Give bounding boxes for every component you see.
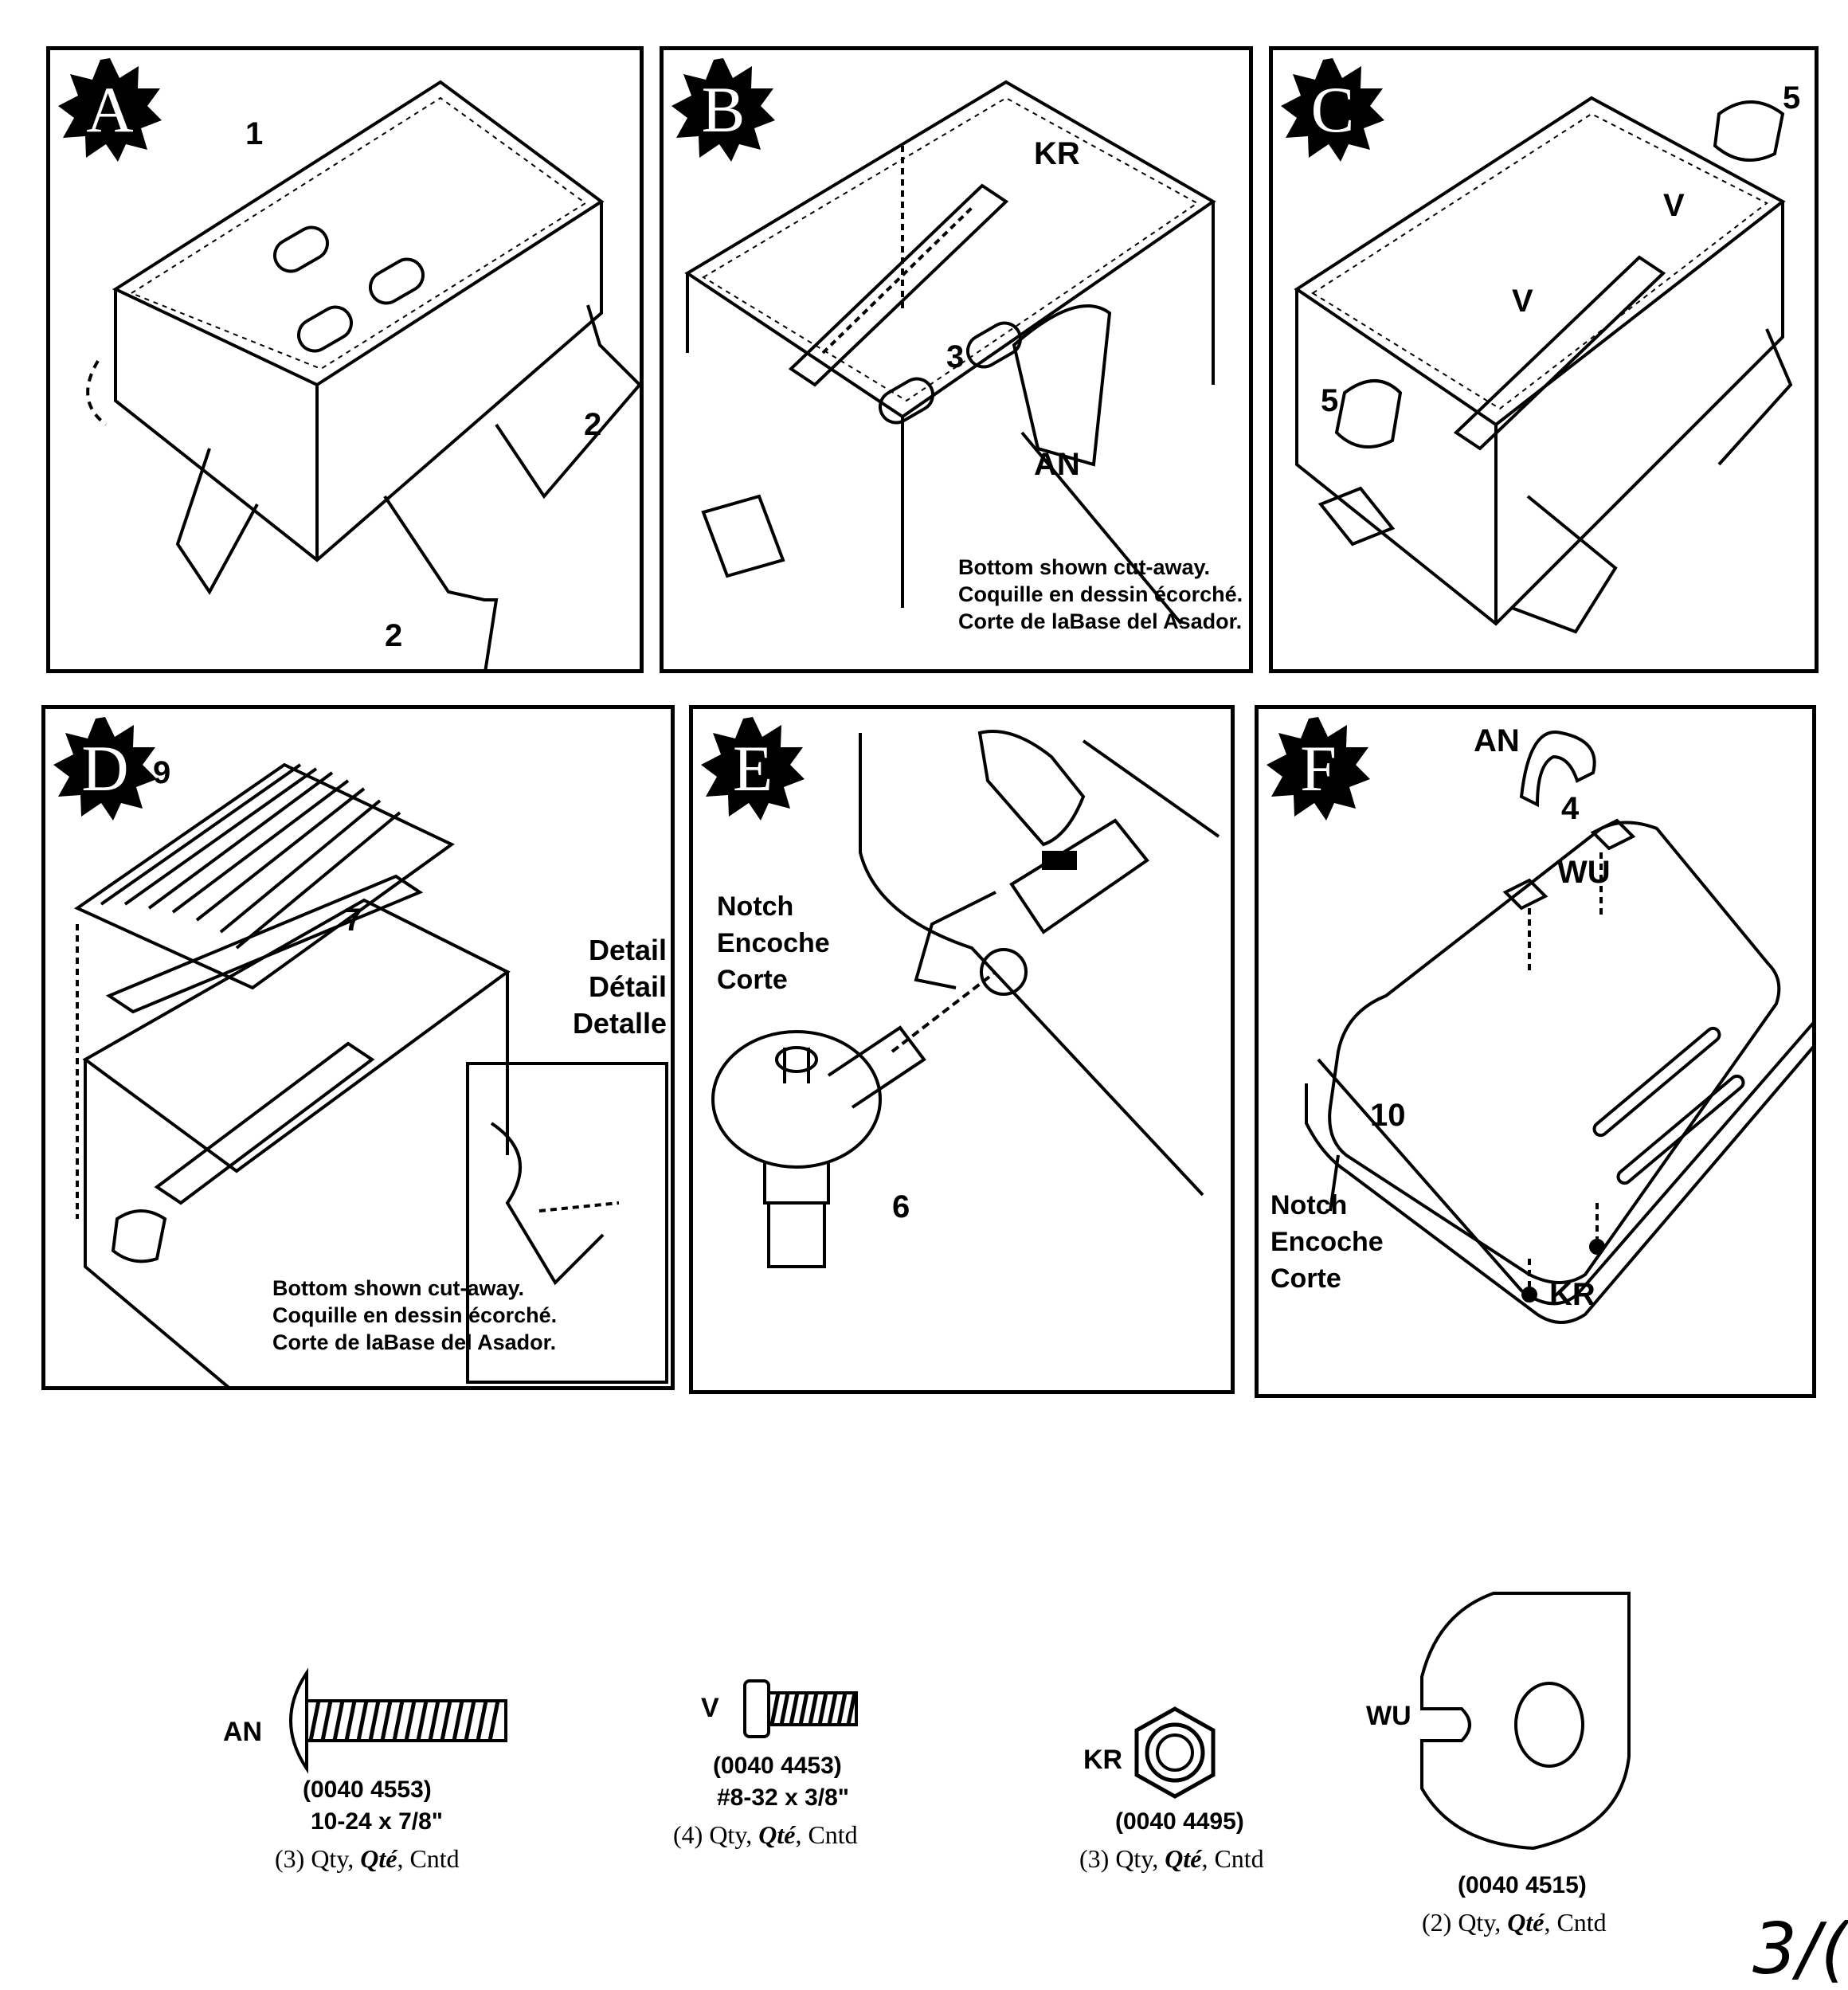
cutaway-caption: Bottom shown cut-away. Coquille en dessi… bbox=[272, 1276, 558, 1354]
part-label-10: 10 bbox=[1370, 1098, 1406, 1133]
hardware-label-v-center: V bbox=[1512, 284, 1533, 319]
grill-base-drawing bbox=[86, 80, 640, 669]
part-label-3: 3 bbox=[946, 339, 965, 374]
part-label-4: 4 bbox=[1561, 791, 1580, 826]
bolt-icon bbox=[289, 1667, 507, 1774]
regulator-install-drawing bbox=[711, 730, 1220, 1268]
step-badge-d: D bbox=[53, 717, 157, 821]
hardware-label-wu: WU bbox=[1557, 855, 1611, 890]
step-badge-f: F bbox=[1267, 717, 1370, 821]
cutaway-caption: Bottom shown cut-away. Coquille en dessi… bbox=[958, 555, 1243, 633]
hardware-label-kr: KR bbox=[1549, 1277, 1595, 1312]
screw-icon bbox=[743, 1679, 858, 1738]
part-label-6: 6 bbox=[892, 1189, 910, 1224]
handles-install-drawing bbox=[1294, 96, 1793, 634]
part-label-9: 9 bbox=[153, 755, 171, 790]
hardware-item-kr: KR (0040 4495) (3) Qty, Qté, Cntd bbox=[1079, 1681, 1342, 1880]
step-badge-c: C bbox=[1281, 58, 1384, 162]
hardware-label-an: AN bbox=[1034, 447, 1080, 482]
burner-install-drawing bbox=[684, 80, 1216, 625]
notch-callout: Notch Encoche Corte bbox=[1270, 1190, 1384, 1294]
step-badge-a: A bbox=[58, 58, 162, 162]
panel-e: E Notch Encoche Corte 6 bbox=[689, 705, 1235, 1394]
detail-heading: Detail Détail Detalle bbox=[572, 934, 667, 1040]
part-label-2-right: 2 bbox=[584, 407, 602, 442]
panel-c: C 5 V V 5 bbox=[1269, 46, 1819, 673]
notch-callout: Notch Encoche Corte bbox=[717, 891, 830, 995]
hardware-label-kr: KR bbox=[1034, 136, 1080, 171]
step-badge-b: B bbox=[671, 58, 775, 162]
hardware-label-v-top: V bbox=[1663, 188, 1685, 223]
part-label-1: 1 bbox=[245, 116, 264, 151]
panel-b: B KR 3 AN Bottom shown cut-away. Coquill… bbox=[660, 46, 1253, 673]
part-label-2-bottom: 2 bbox=[385, 618, 403, 653]
washer-icon bbox=[1420, 1592, 1631, 1851]
panel-f: F AN 4 WU 10 Notch Encoche Corte KR bbox=[1255, 705, 1816, 1398]
hardware-item-an: AN (0040 4553) 10-24 x 7/8" (3) Qty, Qté… bbox=[215, 1641, 550, 1880]
panel-a: A 1 2 2 bbox=[46, 46, 644, 673]
hardware-label-an: AN bbox=[1474, 723, 1520, 758]
part-label-5-left: 5 bbox=[1321, 383, 1339, 418]
lid-install-drawing bbox=[1305, 731, 1812, 1324]
part-label-5-top: 5 bbox=[1783, 80, 1801, 116]
hardware-item-wu: WU (0040 4515) (2) Qty, Qté, Cntd bbox=[1358, 1589, 1669, 1972]
grates-install-drawing bbox=[73, 762, 668, 1386]
panel-d: D 9 7 Detail Détail Detalle Bottom shown… bbox=[41, 705, 675, 1390]
nut-icon bbox=[1134, 1706, 1216, 1799]
part-label-7: 7 bbox=[344, 903, 362, 938]
step-badge-e: E bbox=[701, 717, 805, 821]
hardware-item-v: V (0040 4453) #8-32 x 3/8" (4) Qty, Qté,… bbox=[669, 1665, 932, 1880]
page-number: 3/( bbox=[1752, 1908, 1848, 1990]
